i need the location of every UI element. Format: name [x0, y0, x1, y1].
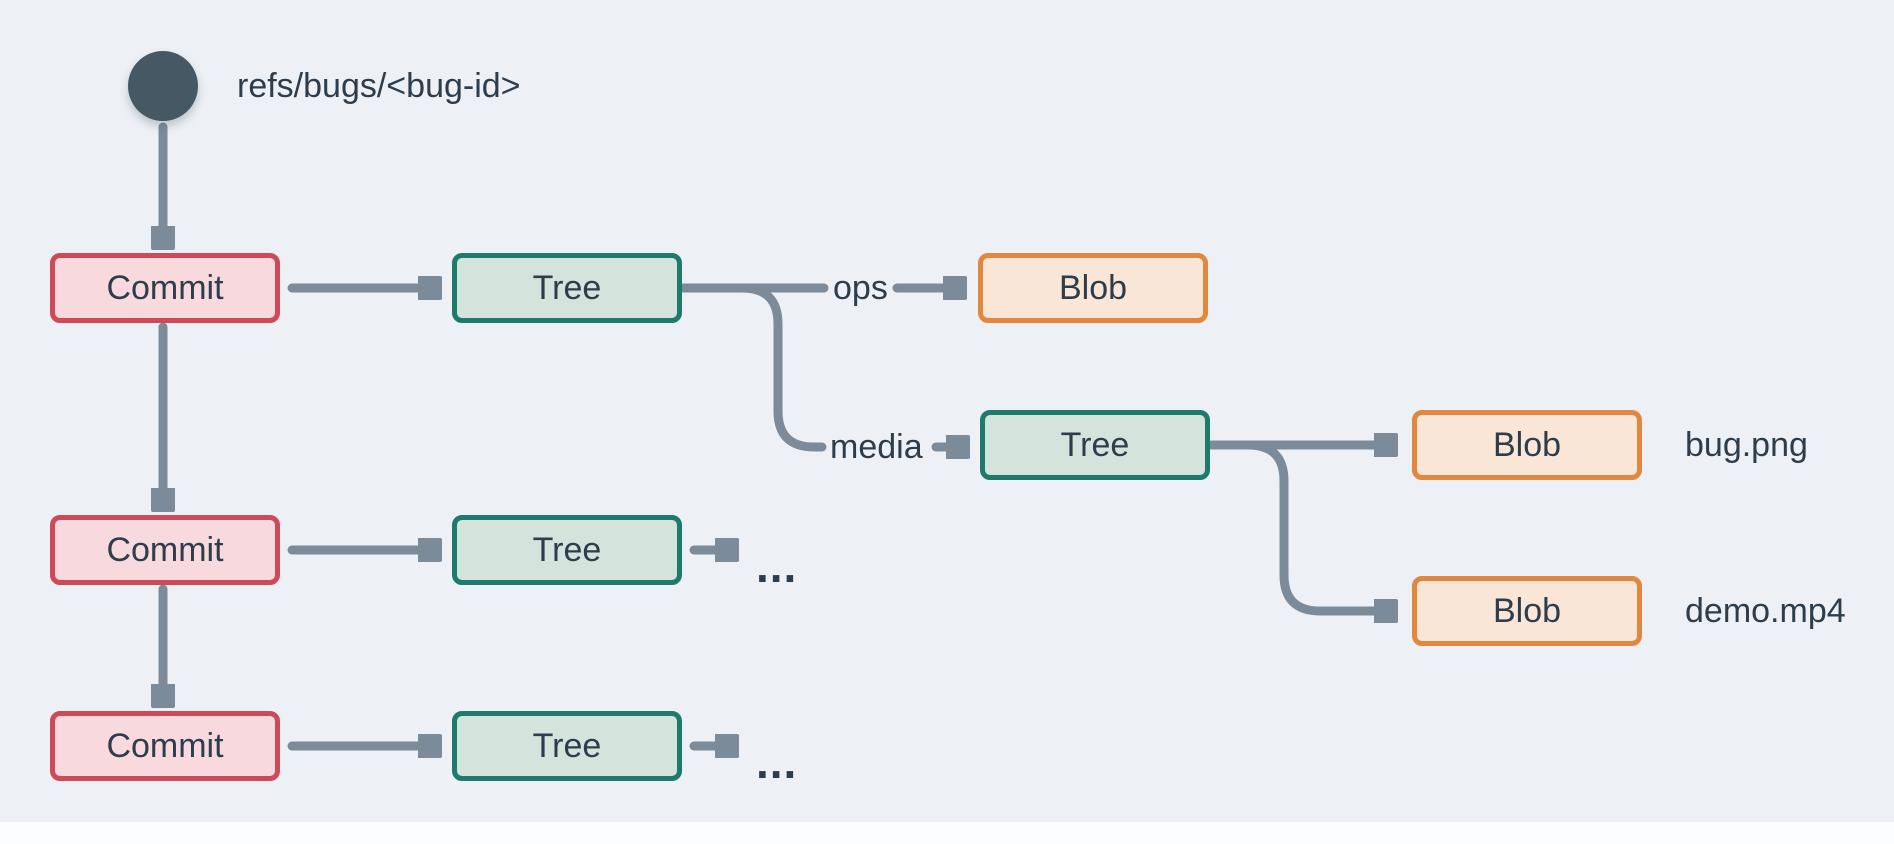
ref-head-circle-icon — [128, 51, 198, 121]
tree-node-2: Tree — [452, 515, 682, 585]
file-label-bug-png: bug.png — [1685, 426, 1808, 464]
file-label-demo-mp4: demo.mp4 — [1685, 592, 1846, 630]
edge-label-ops: ops — [833, 269, 888, 307]
commit-node-3: Commit — [50, 711, 280, 781]
commit-node-1: Commit — [50, 253, 280, 323]
commit-node-2: Commit — [50, 515, 280, 585]
ellipsis-row2: ... — [756, 540, 798, 592]
edge-tree1-to-media-label — [677, 283, 827, 452]
ref-label: refs/bugs/<bug-id> — [237, 67, 521, 105]
blob-node-ops: Blob — [978, 253, 1208, 323]
edge-label-media: media — [830, 428, 923, 466]
page-bottom-strip — [0, 822, 1894, 844]
ellipsis-row3: ... — [756, 736, 798, 788]
tree-node-media: Tree — [980, 410, 1210, 480]
tree-node-1: Tree — [452, 253, 682, 323]
tree-node-3: Tree — [452, 711, 682, 781]
blob-node-bug-png: Blob — [1412, 410, 1642, 480]
blob-node-demo-mp4: Blob — [1412, 576, 1642, 646]
edge-treemedia-to-blob-demo — [1207, 440, 1386, 611]
